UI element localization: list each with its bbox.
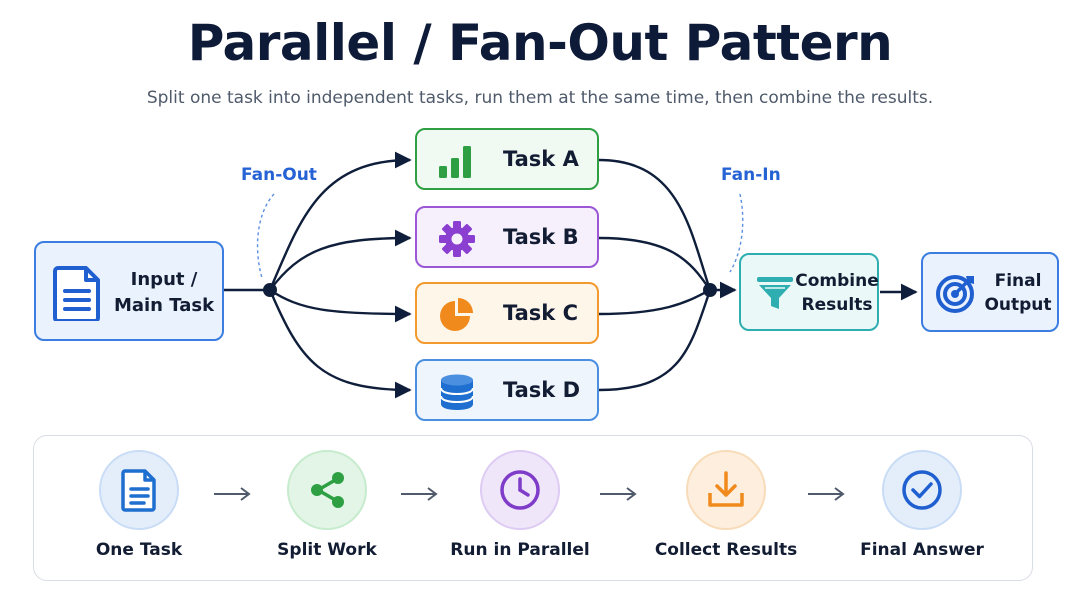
steps-panel: One Task Split Work Run in Parallel	[33, 435, 1033, 581]
task-a-label: Task A	[503, 147, 579, 171]
step-final-answer-label: Final Answer	[860, 540, 984, 560]
check-circle-icon	[902, 470, 942, 510]
step-one-task-label: One Task	[95, 540, 183, 560]
fan-out-curve-d	[268, 289, 412, 399]
step-collect-results-label: Collect Results	[654, 540, 798, 560]
combine-results-box: Combine Results	[739, 253, 879, 331]
fan-out-dashed-arc	[256, 193, 275, 279]
task-a-box: Task A	[415, 128, 599, 190]
task-b-box: Task B	[415, 206, 599, 268]
gear-icon	[439, 221, 475, 257]
combine-results-label: Combine Results	[795, 271, 879, 315]
document-icon	[53, 266, 100, 321]
fan-in-curve-b	[598, 236, 711, 291]
final-output-box: Final Output	[921, 252, 1059, 332]
fan-in-label: Fan-In	[721, 165, 781, 185]
task-b-label: Task B	[503, 225, 579, 249]
step-split-work-label: Split Work	[277, 540, 377, 560]
fan-in-dashed-arc	[729, 193, 744, 273]
bar-chart-icon	[439, 146, 471, 178]
input-label: Input / Main Task	[113, 269, 215, 316]
fan-in-curve-d	[598, 289, 712, 392]
clock-icon	[500, 470, 540, 510]
step-final-answer-circle	[882, 450, 962, 530]
fan-out-label: Fan-Out	[241, 165, 317, 185]
fan-in-curve-a	[598, 158, 712, 291]
input-main-task-box: Input / Main Task	[34, 241, 224, 341]
step-run-parallel-label: Run in Parallel	[450, 540, 590, 560]
fan-out-curve-c	[269, 289, 412, 323]
target-icon	[936, 275, 974, 313]
funnel-icon	[757, 277, 793, 309]
step-arrow-2	[401, 487, 438, 501]
share-icon	[311, 472, 344, 508]
task-c-label: Task C	[503, 301, 578, 325]
fan-out-node	[263, 283, 277, 297]
step-arrow-4	[808, 487, 845, 501]
task-d-label: Task D	[503, 378, 580, 402]
step-one-task-circle	[99, 450, 179, 530]
task-d-box: Task D	[415, 359, 599, 421]
fan-out-curve-b	[269, 229, 412, 291]
step-run-parallel-circle	[480, 450, 560, 530]
task-c-box: Task C	[415, 282, 599, 344]
step-arrow-3	[600, 487, 637, 501]
step-split-work-circle	[287, 450, 367, 530]
fan-out-curve-a	[268, 151, 412, 291]
database-icon	[440, 374, 474, 410]
step-collect-results-circle	[686, 450, 766, 530]
pie-chart-icon	[440, 298, 473, 331]
page-subtitle: Split one task into independent tasks, r…	[146, 88, 934, 108]
fan-in-curve-c	[598, 288, 711, 316]
final-output-label: Final Output	[984, 271, 1052, 315]
step-arrow-1	[214, 487, 251, 501]
page-title: Parallel / Fan-Out Pattern	[187, 14, 893, 72]
document-icon	[121, 469, 156, 512]
download-icon	[708, 471, 744, 507]
